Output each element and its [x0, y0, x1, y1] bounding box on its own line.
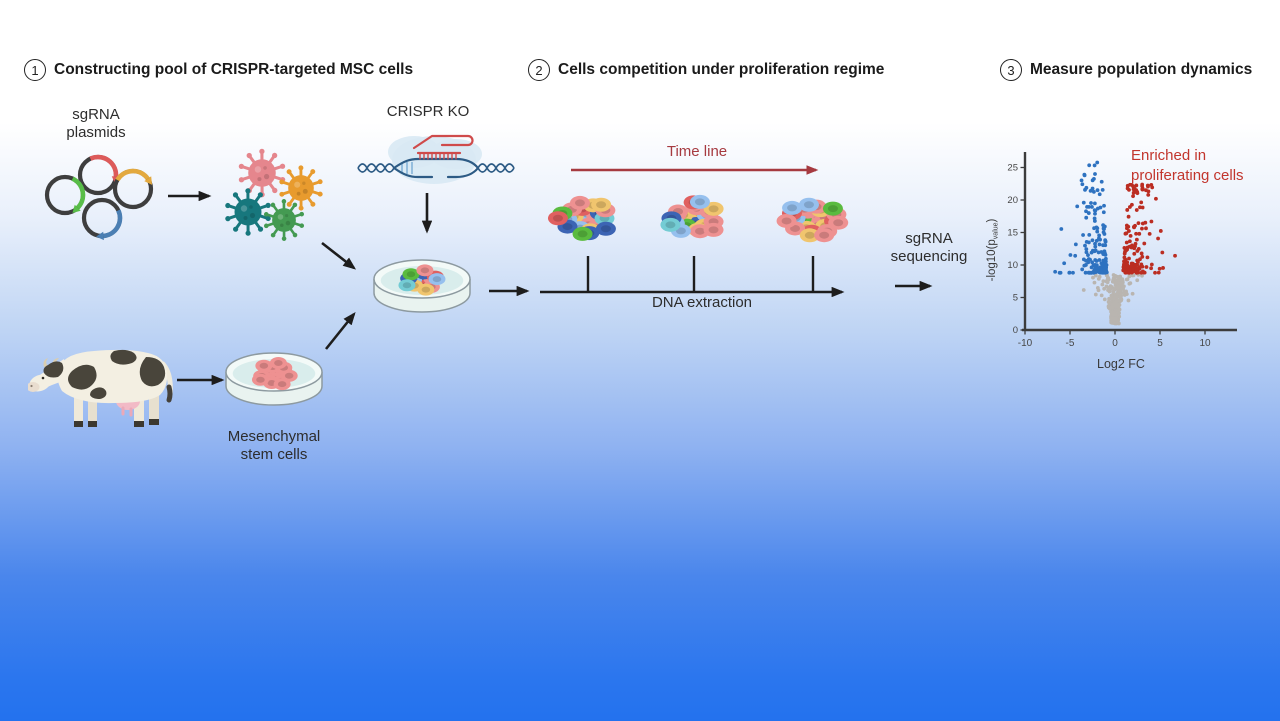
step-1-title: Constructing pool of CRISPR-targeted MSC…: [54, 61, 414, 78]
cow-icon: [28, 349, 173, 427]
dna-strands: [392, 157, 480, 179]
lentivirus-icons: [223, 147, 325, 243]
dna-helix: [357, 163, 515, 173]
svg-text:5: 5: [1013, 293, 1018, 304]
timepoint-clusters: [547, 194, 849, 243]
cow-illustration: [28, 349, 173, 427]
cell-cluster-t1: [547, 195, 616, 241]
svg-text:25: 25: [1007, 163, 1018, 174]
cell-cluster-t3: [776, 197, 849, 243]
timeline-label: Time line: [666, 143, 728, 160]
svg-text:Log2 FC: Log2 FC: [1097, 357, 1145, 371]
step-2-number: 2: [528, 59, 550, 81]
step-3-number: 3: [1000, 59, 1022, 81]
crispr-ko-label: CRISPR KO: [386, 103, 470, 120]
svg-text:10: 10: [1199, 338, 1211, 349]
step-1-number: 1: [24, 59, 46, 81]
msc-dish: [225, 352, 323, 406]
svg-text:-5: -5: [1066, 338, 1075, 349]
svg-text:15: 15: [1007, 228, 1018, 239]
svg-text:0: 0: [1013, 325, 1018, 336]
dna-basepairs: [401, 162, 413, 174]
cell-cluster-t2: [660, 194, 724, 239]
svg-text:0: 0: [1112, 338, 1118, 349]
sgrna-sequencing-label: sgRNA sequencing: [890, 230, 968, 266]
step-3-header: 3 Measure population dynamics: [1000, 59, 1252, 81]
guide-rna: [412, 134, 474, 160]
svg-text:5: 5: [1157, 338, 1163, 349]
svg-text:-log10(pvalue): -log10(pvalue): [986, 218, 1000, 281]
step-3-title: Measure population dynamics: [1030, 61, 1253, 78]
sgrna-plasmids-label: sgRNA plasmids: [66, 106, 126, 142]
arrow-virus-to-dish: [321, 241, 357, 270]
step-2-header: 2 Cells competition under proliferation …: [528, 59, 884, 81]
arrow-msc-to-dish: [324, 311, 356, 350]
svg-text:-10: -10: [1018, 338, 1033, 349]
pooled-cells-dish: [373, 259, 471, 313]
msc-label: Mesenchymal stem cells: [227, 428, 321, 464]
crispr-cas9-icon: [357, 134, 515, 184]
volcano-annotation: Enriched in proliferating cells: [1131, 147, 1244, 184]
sgrna-plasmid-icons: [44, 154, 154, 241]
step-1-header: 1 Constructing pool of CRISPR-targeted M…: [24, 59, 413, 81]
virus-icon: [277, 163, 325, 213]
svg-text:20: 20: [1007, 195, 1018, 206]
step-2-title: Cells competition under proliferation re…: [558, 61, 885, 78]
svg-text:10: 10: [1007, 260, 1018, 271]
dna-extraction-label: DNA extraction: [651, 294, 753, 311]
